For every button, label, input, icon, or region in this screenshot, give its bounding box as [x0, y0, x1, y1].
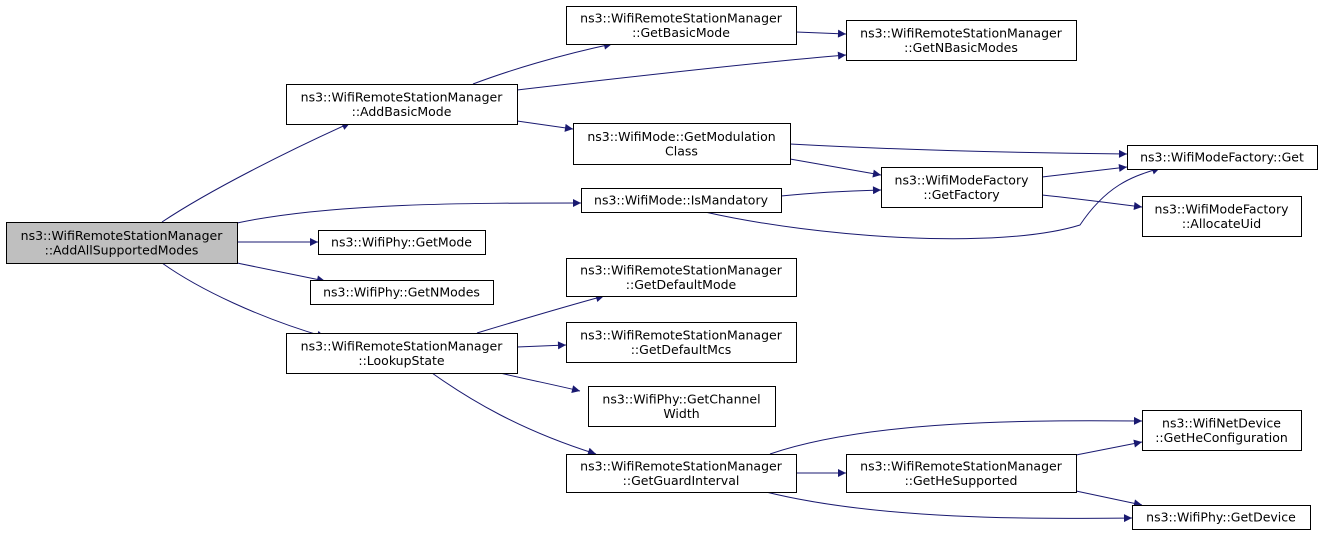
node-label: ns3::WifiRemoteStationManager — [580, 458, 783, 473]
node-box — [1132, 505, 1311, 530]
node-get-guard-interval[interactable]: ns3::WifiRemoteStationManager::GetGuardI… — [566, 454, 797, 493]
node-get-basic-mode[interactable]: ns3::WifiRemoteStationManager::GetBasicM… — [566, 6, 797, 45]
node-label: ::GetGuardInterval — [623, 473, 740, 488]
edge-lookup-state-to-get-default-mode — [476, 294, 605, 334]
node-label: ns3::WifiRemoteStationManager — [301, 338, 504, 353]
node-label: ::GetNBasicModes — [904, 40, 1018, 55]
edge-get-he-supported-to-get-he-config — [1075, 439, 1143, 456]
node-label: ns3::WifiPhy::GetMode — [331, 235, 472, 250]
edge-root-to-add-basic-mode — [161, 122, 351, 223]
edge-add-basic-mode-to-get-nbasic-modes — [516, 51, 847, 91]
node-phy-get-nmodes[interactable]: ns3::WifiPhy::GetNModes — [310, 280, 494, 305]
edge-lookup-state-to-get-guard-interval — [431, 372, 597, 456]
node-label: ns3::WifiRemoteStationManager — [860, 458, 1063, 473]
node-box — [581, 188, 782, 213]
node-label: ns3::WifiRemoteStationManager — [580, 262, 783, 277]
node-label: ns3::WifiPhy::GetNModes — [323, 285, 480, 300]
edge-is-mandatory-to-get-factory — [780, 186, 882, 197]
node-box — [566, 454, 797, 493]
edge-get-factory-to-factory-get — [1041, 163, 1128, 178]
edge-lookup-state-to-get-channel-width — [499, 372, 581, 394]
node-label: ns3::WifiRemoteStationManager — [580, 327, 783, 342]
edge-lookup-state-to-get-default-mcs — [516, 341, 567, 350]
node-label: ns3::WifiModeFactory::Get — [1140, 150, 1304, 165]
node-is-mandatory[interactable]: ns3::WifiMode::IsMandatory — [581, 188, 782, 213]
node-box — [566, 6, 797, 45]
node-label: ns3::WifiModeFactory — [1155, 201, 1290, 216]
node-box — [1127, 145, 1318, 170]
node-lookup-state[interactable]: ns3::WifiRemoteStationManager::LookupSta… — [286, 333, 518, 374]
node-phy-get-mode[interactable]: ns3::WifiPhy::GetMode — [318, 230, 486, 255]
node-label: ::GetBasicMode — [632, 25, 730, 40]
node-label: ns3::WifiRemoteStationManager — [860, 25, 1063, 40]
node-box — [318, 230, 486, 255]
node-label: ns3::WifiRemoteStationManager — [301, 89, 504, 104]
node-box — [566, 258, 797, 297]
node-box — [881, 167, 1043, 208]
node-label: ::GetDefaultMcs — [631, 342, 732, 357]
node-box — [846, 454, 1077, 493]
node-label: ns3::WifiPhy::GetDevice — [1146, 510, 1296, 525]
node-box — [566, 322, 797, 363]
node-get-he-config[interactable]: ns3::WifiNetDevice::GetHeConfiguration — [1142, 410, 1302, 451]
node-label: ::AllocateUid — [1182, 216, 1261, 231]
node-label: ns3::WifiRemoteStationManager — [21, 228, 224, 243]
node-get-default-mode[interactable]: ns3::WifiRemoteStationManager::GetDefaul… — [566, 258, 797, 297]
node-label: ::GetFactory — [923, 187, 1000, 202]
edge-root-to-phy-get-nmodes — [236, 262, 326, 284]
node-get-factory[interactable]: ns3::WifiModeFactory::GetFactory — [881, 167, 1043, 208]
edge-add-basic-mode-to-get-basic-mode — [472, 41, 613, 85]
node-box — [588, 386, 776, 427]
edges-layer — [161, 29, 1161, 523]
node-label: ns3::WifiMode::GetModulation — [587, 129, 775, 144]
node-box — [6, 222, 238, 264]
node-label: ns3::WifiRemoteStationManager — [580, 10, 783, 25]
node-box — [846, 20, 1077, 61]
edge-get-mod-class-to-factory-get — [789, 143, 1128, 158]
node-get-he-supported[interactable]: ns3::WifiRemoteStationManager::GetHeSupp… — [846, 454, 1077, 493]
node-box — [310, 280, 494, 305]
node-box — [286, 333, 518, 374]
edge-root-to-lookup-state — [161, 262, 326, 339]
node-label: Width — [663, 406, 699, 421]
edge-get-guard-interval-to-phy-get-device — [765, 491, 1133, 523]
edge-get-mod-class-to-get-factory — [789, 158, 882, 178]
node-phy-get-device[interactable]: ns3::WifiPhy::GetDevice — [1132, 505, 1311, 530]
node-factory-get[interactable]: ns3::WifiModeFactory::Get — [1127, 145, 1318, 170]
node-label: ::GetHeConfiguration — [1155, 430, 1288, 445]
node-get-nbasic-modes[interactable]: ns3::WifiRemoteStationManager::GetNBasic… — [846, 20, 1077, 61]
node-label: ns3::WifiMode::IsMandatory — [594, 193, 769, 208]
edge-get-guard-interval-to-get-he-config — [769, 416, 1143, 455]
node-label: Class — [665, 143, 698, 158]
edge-get-he-supported-to-phy-get-device — [1075, 490, 1143, 508]
edge-root-to-is-mandatory — [236, 199, 582, 224]
node-add-basic-mode[interactable]: ns3::WifiRemoteStationManager::AddBasicM… — [286, 84, 518, 125]
node-label: ::LookupState — [358, 353, 445, 368]
edge-add-basic-mode-to-get-mod-class — [516, 120, 574, 132]
node-label: ::AddBasicMode — [352, 104, 452, 119]
node-box — [286, 84, 518, 125]
edge-is-mandatory-to-factory-get — [704, 166, 1161, 240]
node-root[interactable]: ns3::WifiRemoteStationManager::AddAllSup… — [6, 222, 238, 264]
node-get-default-mcs[interactable]: ns3::WifiRemoteStationManager::GetDefaul… — [566, 322, 797, 363]
node-label: ns3::WifiNetDevice — [1162, 415, 1281, 430]
node-label: ns3::WifiModeFactory — [895, 172, 1030, 187]
node-box — [1142, 410, 1302, 451]
nodes-layer: ns3::WifiRemoteStationManager::AddAllSup… — [6, 6, 1318, 530]
edge-get-basic-mode-to-get-nbasic-modes — [795, 29, 847, 38]
node-label: ::AddAllSupportedModes — [45, 242, 199, 257]
node-label: ::GetDefaultMode — [626, 277, 737, 292]
node-allocate-uid[interactable]: ns3::WifiModeFactory::AllocateUid — [1142, 196, 1302, 237]
node-label: ::GetHeSupported — [905, 473, 1018, 488]
node-box — [1142, 196, 1302, 237]
node-label: ns3::WifiPhy::GetChannel — [602, 391, 760, 406]
node-box — [573, 123, 791, 165]
edge-get-factory-to-allocate-uid — [1041, 194, 1143, 210]
